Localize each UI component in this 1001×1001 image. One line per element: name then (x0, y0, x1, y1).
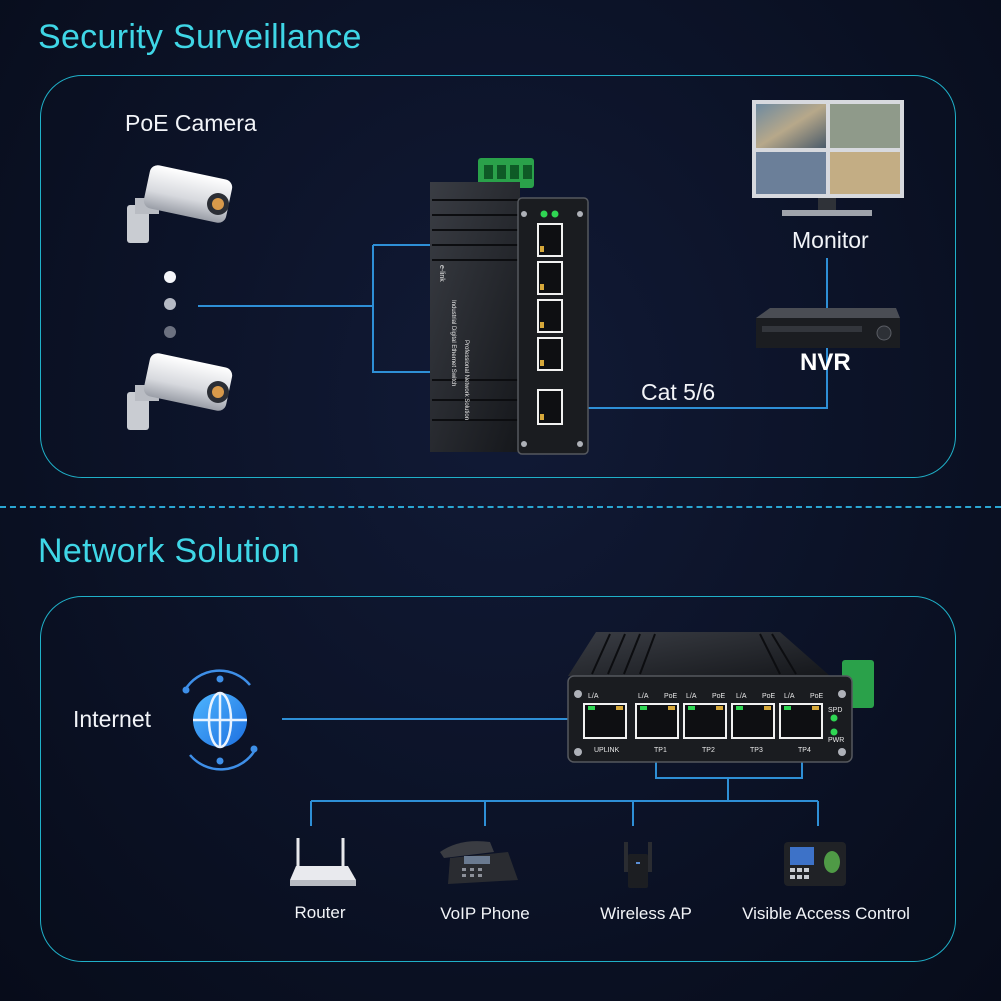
svg-text:PoE: PoE (712, 693, 726, 700)
section-divider (0, 506, 1001, 508)
monitor-label: Monitor (792, 227, 869, 253)
svg-text:L/A: L/A (638, 693, 649, 700)
svg-text:L/A: L/A (588, 693, 599, 700)
svg-text:L/A: L/A (686, 693, 697, 700)
ellipsis-dot-1 (164, 271, 176, 283)
svg-text:TP1: TP1 (654, 747, 667, 754)
svg-text:TP2: TP2 (702, 747, 715, 754)
svg-text:L/A: L/A (736, 693, 747, 700)
poe-camera-icon (127, 165, 233, 243)
ellipsis-dot-3 (164, 326, 176, 338)
internet-label: Internet (73, 706, 151, 732)
svg-text:L/A: L/A (784, 693, 795, 700)
phone-icon (440, 841, 518, 884)
svg-text:e-link: e-link (438, 265, 445, 282)
network-panel (40, 596, 956, 962)
wireless-ap-icon (624, 842, 652, 888)
section-title-network: Network Solution (38, 532, 300, 570)
poe-camera-icon (127, 353, 233, 430)
surveillance-panel (40, 75, 956, 478)
router-icon (290, 838, 356, 886)
svg-text:Industrial Digital Ethernet Sw: Industrial Digital Ethernet Switch (450, 300, 456, 386)
svg-text:TP3: TP3 (750, 747, 763, 754)
device-label-voip-phone: VoIP Phone (440, 904, 530, 923)
device-label-wireless-ap: Wireless AP (600, 904, 692, 923)
svg-text:PoE: PoE (762, 693, 776, 700)
cable-label: Cat 5/6 (641, 379, 716, 405)
nvr-label: NVR (800, 349, 851, 376)
svg-text:UPLINK: UPLINK (594, 747, 620, 754)
industrial-switch-vertical: e-link Industrial Digital Ethernet Switc… (430, 158, 589, 455)
nvr-icon (756, 308, 900, 348)
ellipsis-dot-2 (164, 298, 176, 310)
section-title-surveillance: Security Surveillance (38, 18, 362, 56)
device-label-access-control: Visible Access Control (742, 904, 910, 923)
svg-text:TP4: TP4 (798, 747, 811, 754)
svg-text:PoE: PoE (810, 693, 824, 700)
svg-text:PWR: PWR (828, 737, 844, 744)
svg-text:Professional Network Solution: Professional Network Solution (463, 340, 469, 420)
access-control-icon (784, 842, 846, 886)
device-label-router: Router (294, 903, 346, 922)
industrial-switch-horizontal: L/A L/A PoE L/A PoE L/A PoE L/A PoE UPLI… (567, 632, 874, 763)
svg-text:PoE: PoE (664, 693, 678, 700)
camera-label: PoE Camera (125, 110, 257, 136)
svg-text:SPD: SPD (828, 707, 842, 714)
globe-icon (182, 669, 258, 771)
monitor-icon (752, 100, 904, 216)
